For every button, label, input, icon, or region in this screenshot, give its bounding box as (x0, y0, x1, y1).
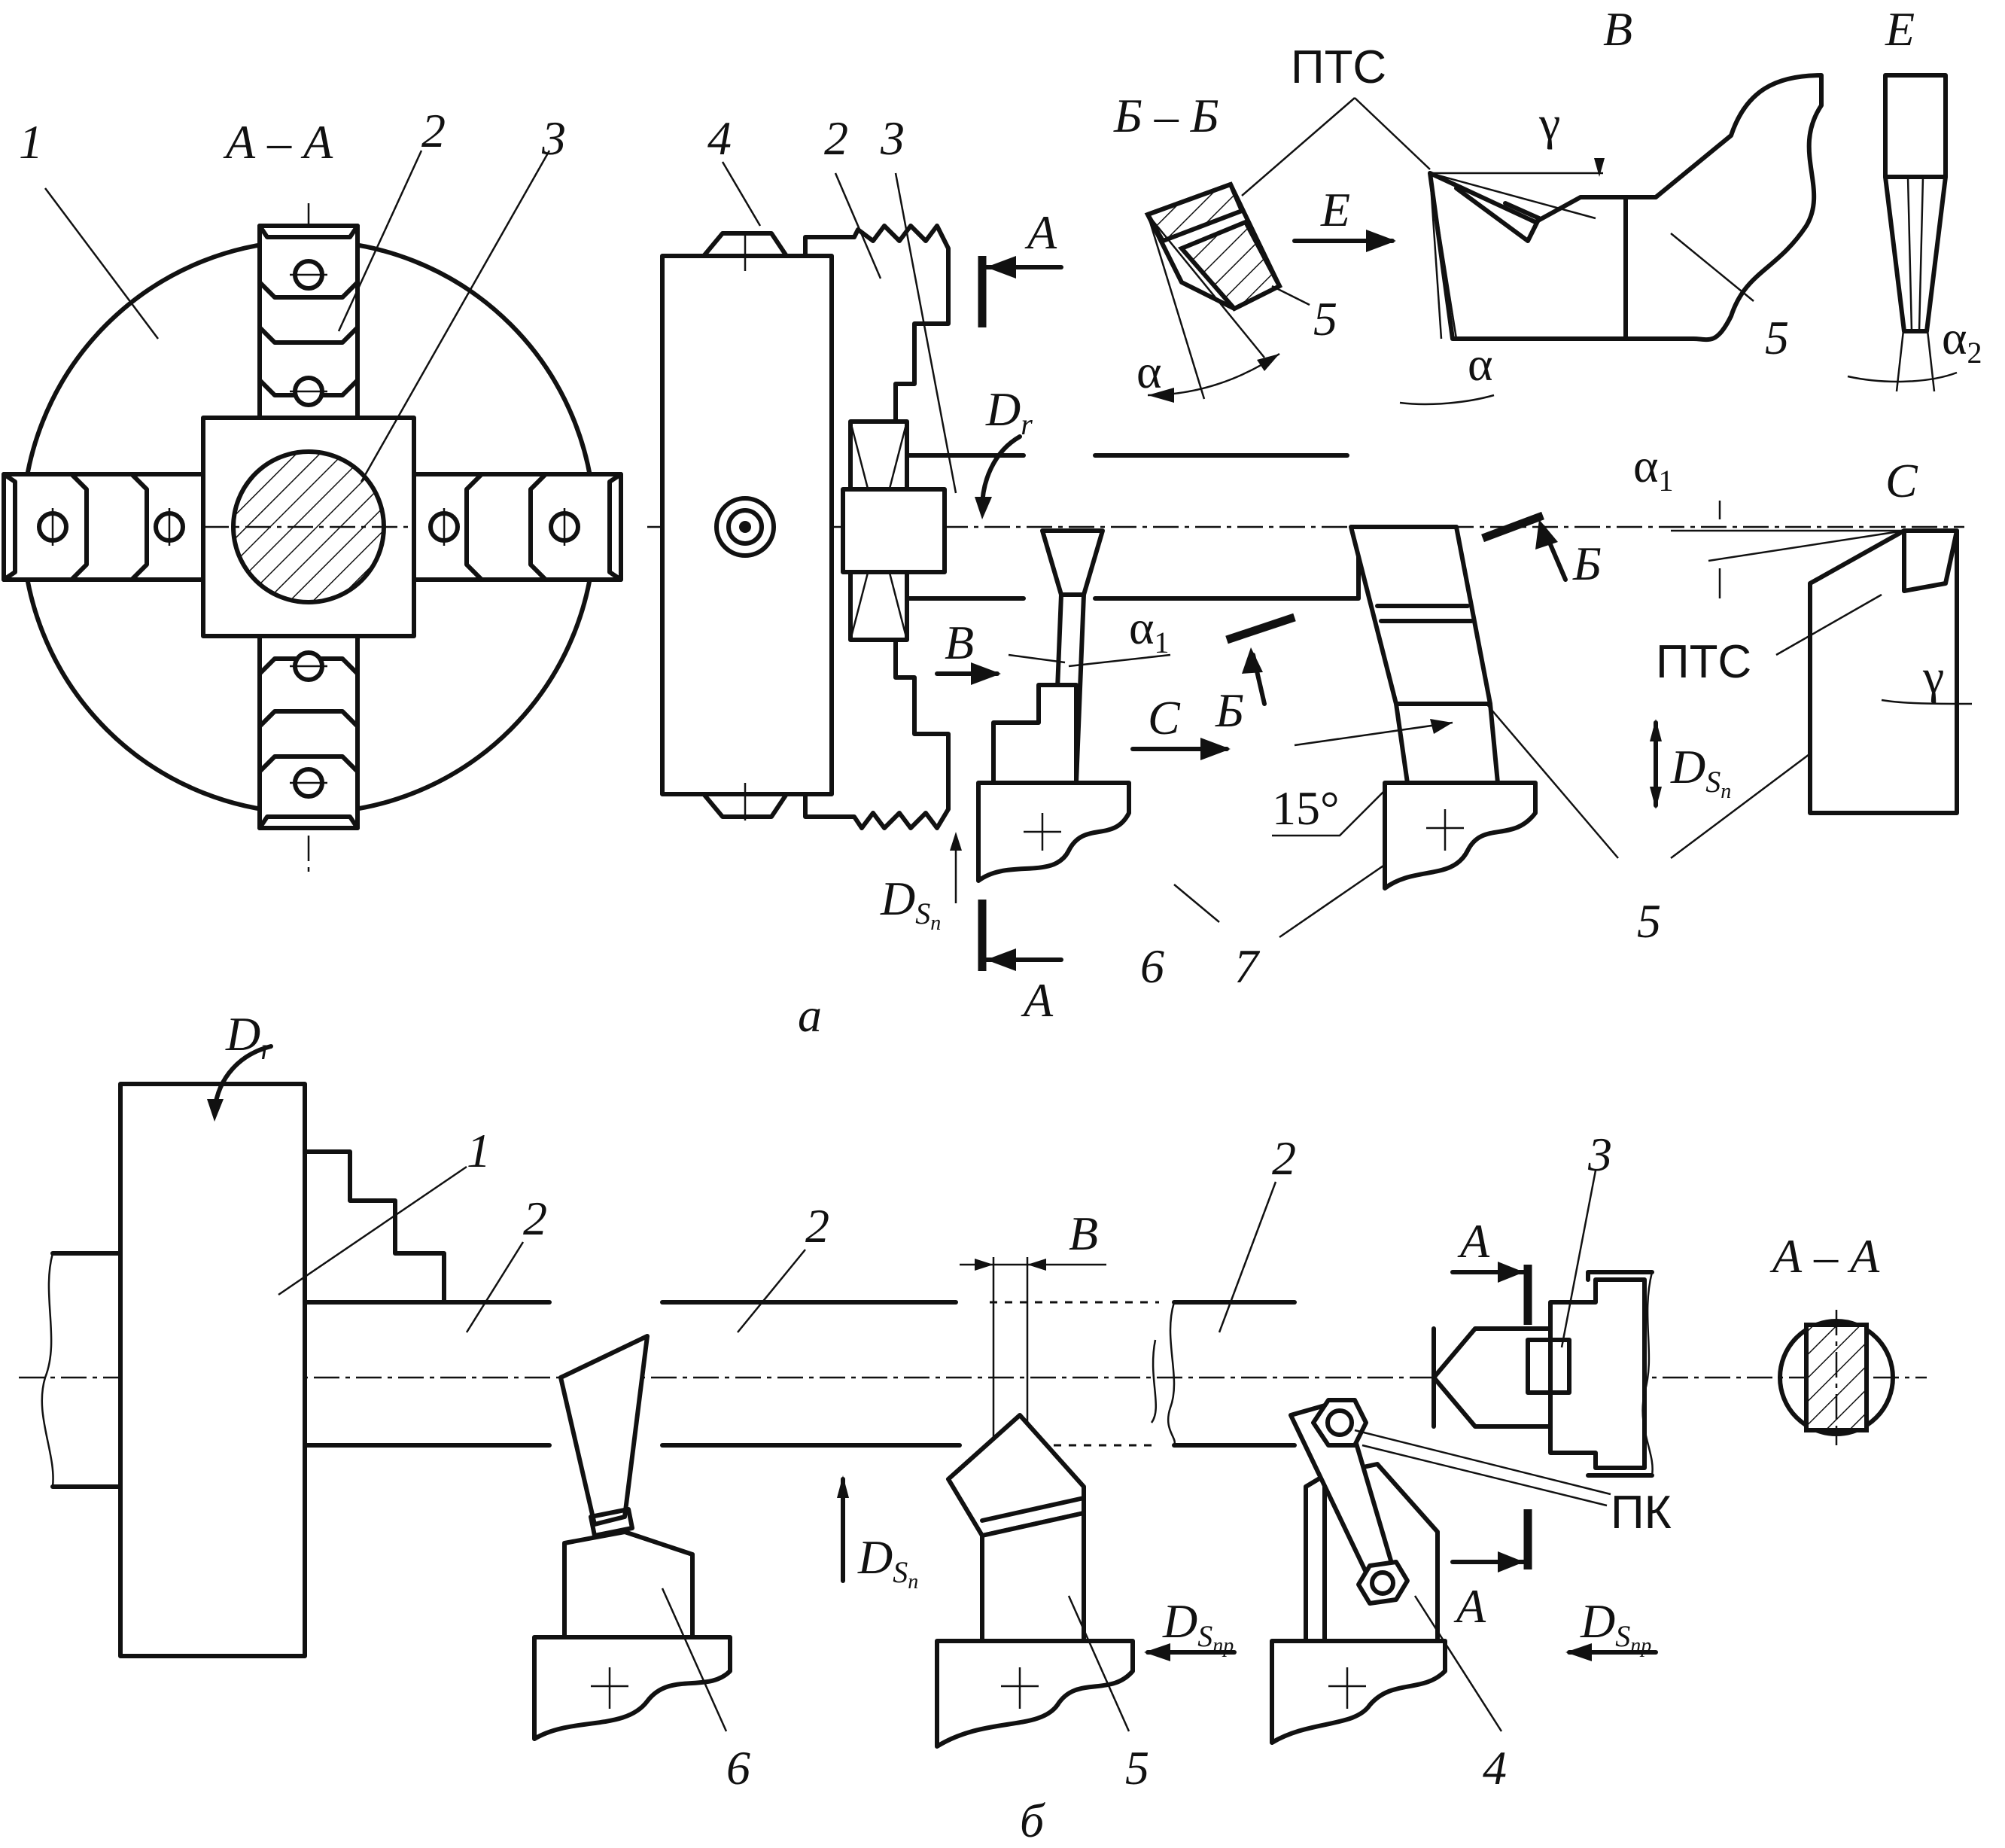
chuck-face-view: А – А 1 2 3 (2, 104, 625, 873)
label-3: 3 (541, 111, 566, 165)
chuck-b (118, 1082, 307, 1658)
label-bb: Б – Б (1113, 89, 1219, 142)
label-3-side: 3 (880, 111, 905, 165)
svg-text:α: α (1136, 345, 1162, 398)
svg-text:В: В (945, 616, 974, 669)
label-alpha1-a: α1 (1129, 601, 1170, 659)
label-6-a: 6 (1140, 939, 1164, 993)
svg-text:С: С (1885, 454, 1918, 507)
caption-a: а (798, 988, 822, 1042)
svg-text:С: С (1148, 691, 1181, 744)
label-1-b: 1 (467, 1124, 491, 1177)
label-ptc-top: ПТС (1291, 41, 1386, 93)
svg-text:А: А (1457, 1214, 1490, 1268)
label-5-b: 5 (1125, 1741, 1149, 1795)
chuck-side-view: 4 2 3 Dr А А DSп а (647, 111, 1964, 1042)
svg-text:γ: γ (1922, 650, 1944, 703)
svg-text:γ: γ (1538, 96, 1560, 150)
section-bb-detail: Б – Б 5 α Е ПТС (1113, 41, 1431, 403)
svg-text:DSп: DSп (1670, 740, 1731, 803)
svg-text:Е: Е (1320, 183, 1350, 236)
svg-text:В: В (1603, 2, 1632, 56)
svg-text:Dr: Dr (225, 1007, 272, 1066)
label-15deg: 15° (1272, 781, 1340, 835)
tool-6-parting: В α1 С 6 7 (935, 528, 1401, 993)
svg-text:Е: Е (1885, 2, 1915, 56)
view-c-detail: С α1 ПТС γ DSп (1633, 439, 1973, 815)
chuck-jaw-upper (803, 224, 951, 424)
label-2-b3: 2 (1272, 1131, 1296, 1185)
svg-text:DSп: DSп (857, 1530, 918, 1594)
label-pk: ПК (1611, 1487, 1672, 1539)
svg-text:Б: Б (1215, 683, 1244, 737)
label-2: 2 (421, 104, 446, 157)
view-e-detail: Е α2 (1847, 2, 1982, 392)
label-ds-a: DSп (880, 872, 941, 935)
svg-text:DSпр: DSпр (1162, 1594, 1234, 1658)
label-6-b: 6 (726, 1741, 750, 1795)
label-4: 4 (707, 111, 732, 165)
svg-text:α: α (1468, 337, 1493, 391)
label-aa-b: А – А (1769, 1229, 1880, 1283)
svg-text:α2: α2 (1942, 311, 1982, 370)
svg-text:А: А (1021, 973, 1054, 1027)
tool-5-turning: 15° Б Б 5 (1215, 511, 1837, 948)
label-1: 1 (19, 115, 43, 169)
label-dr-a: Dr (985, 382, 1033, 441)
caption-b: б (1020, 1794, 1045, 1847)
workpiece-bottom-edge (905, 525, 1361, 601)
svg-text:5: 5 (1765, 311, 1789, 364)
chuck-jaw-lower (803, 638, 951, 830)
label-2-side: 2 (824, 111, 848, 165)
svg-text:В: В (1069, 1207, 1098, 1260)
label-aa-left: А – А (223, 115, 333, 169)
label-2-b1: 2 (523, 1192, 547, 1245)
svg-text:А: А (1024, 206, 1057, 259)
label-4-b: 4 (1483, 1741, 1507, 1795)
svg-text:А: А (1453, 1579, 1486, 1633)
svg-text:Б: Б (1572, 537, 1602, 590)
label-5-a: 5 (1637, 894, 1661, 948)
label-2-b2: 2 (805, 1199, 829, 1253)
svg-text:DSпр: DSпр (1580, 1594, 1651, 1658)
label-7-a: 7 (1234, 939, 1261, 993)
label-ptc-right: ПТС (1656, 636, 1751, 688)
label-3-b: 3 (1587, 1128, 1612, 1181)
svg-text:5: 5 (1313, 292, 1337, 346)
view-v-detail: В 5 γ α (1399, 2, 1824, 406)
part-b-setup: Dr 1 2 2 2 6 В 5 D (19, 1007, 1927, 1847)
svg-text:α1: α1 (1633, 439, 1674, 498)
